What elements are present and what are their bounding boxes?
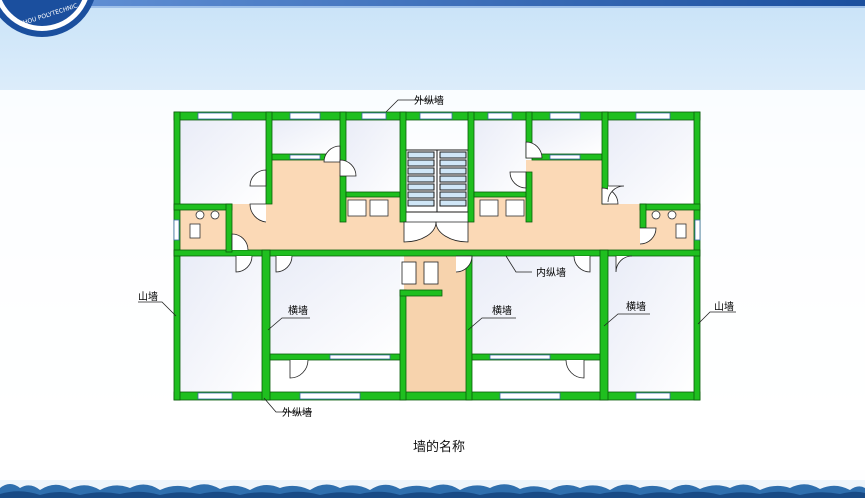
leader-lines	[138, 99, 736, 413]
label-cross-wall-2: 横墙	[492, 304, 512, 317]
windows	[173, 112, 701, 400]
inner-longitudinal-wall	[173, 249, 701, 257]
doors	[231, 141, 657, 379]
school-logo: ZHOU POLYTECHNIC	[0, 0, 94, 37]
label-gable-right: 山墙	[714, 300, 734, 313]
outer-longitudinal-wall-bottom	[173, 391, 701, 401]
bath-fixtures	[189, 199, 687, 239]
label-cross-wall-3: 横墙	[626, 300, 646, 313]
figure-caption: 墙的名称	[413, 439, 465, 455]
walls	[173, 111, 701, 401]
stair	[405, 149, 469, 213]
label-gable-left: 山墙	[138, 290, 158, 303]
label-outer-wall-bottom: 外纵墙	[282, 406, 312, 419]
label-outer-wall-top: 外纵墙	[414, 94, 444, 107]
top-banner	[90, 0, 865, 8]
label-cross-wall-1: 横墙	[288, 304, 308, 317]
floor-plan: 外纵墙 外纵墙 内纵墙 山墙 山墙 横墙 横墙 横墙	[138, 94, 736, 419]
bottom-decor-strip	[0, 480, 865, 498]
label-inner-wall: 内纵墙	[536, 266, 566, 279]
